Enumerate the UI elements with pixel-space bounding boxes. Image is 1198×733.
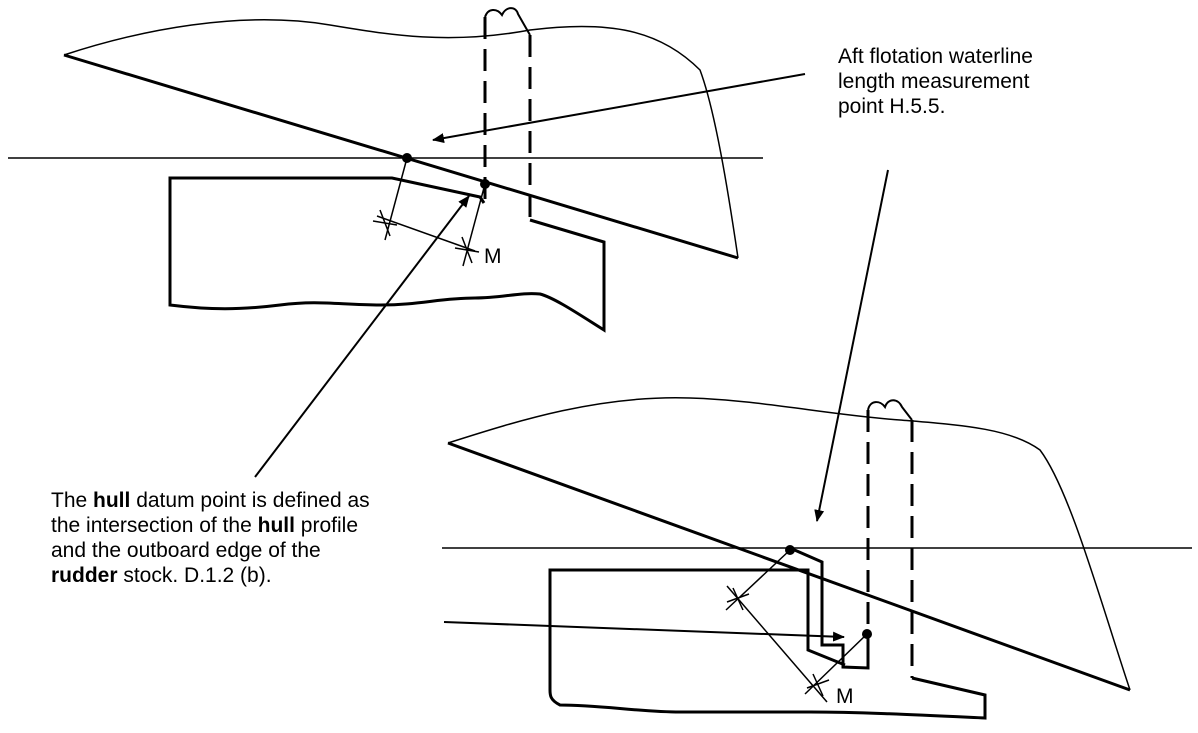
hull-datum-arrow-lower — [443, 621, 845, 642]
upper-m-label: M — [484, 245, 502, 268]
lower-m-dimension-line — [726, 585, 828, 703]
leader-arrows — [254, 73, 889, 642]
bold-term: hull — [257, 514, 295, 537]
note-text: The — [51, 489, 94, 512]
upper-m-dimension-line — [376, 215, 476, 252]
upper-rudder-stock-top — [484, 7, 531, 36]
bold-term: hull — [93, 489, 131, 512]
bold-term: rudder — [51, 564, 118, 587]
note-text: datum point is defined as the intersecti… — [51, 489, 370, 537]
upper-hull-profile — [63, 53, 739, 260]
hull-datum-arrow-upper — [254, 195, 470, 478]
lower-rudder-stock-top — [867, 399, 913, 421]
upper-m-ext-line-1 — [384, 157, 408, 241]
upper-rudder-outline — [168, 176, 606, 333]
note-text: stock. D.1.2 (b). — [117, 564, 272, 587]
upper-m-tick-1 — [372, 209, 398, 237]
aft-flotation-arrow-lower — [814, 169, 889, 522]
lower-hull-profile — [447, 441, 1131, 692]
note-text: profile and the outboard edge of the — [51, 514, 358, 562]
upper-sheer-line — [63, 19, 739, 259]
lower-sheer-line — [447, 397, 1131, 691]
upper-figure: M — [8, 7, 763, 333]
lower-m-tick-2 — [806, 673, 830, 697]
lower-rudder-outline — [548, 546, 987, 720]
lower-m-label: M — [836, 685, 854, 708]
lower-m-tick-1 — [726, 587, 750, 611]
aft-flotation-note: Aft flotation waterline length measureme… — [838, 45, 1033, 118]
lower-m-ext-line-1 — [725, 549, 791, 611]
lower-m-ext-line-2 — [804, 633, 868, 695]
upper-m-ext-line-2 — [462, 183, 486, 267]
aft-flotation-arrow-upper — [432, 73, 806, 144]
lower-figure: M — [442, 397, 1192, 720]
upper-m-tick-2 — [454, 236, 480, 264]
hull-datum-note: The hull datum point is defined as the i… — [51, 488, 391, 588]
